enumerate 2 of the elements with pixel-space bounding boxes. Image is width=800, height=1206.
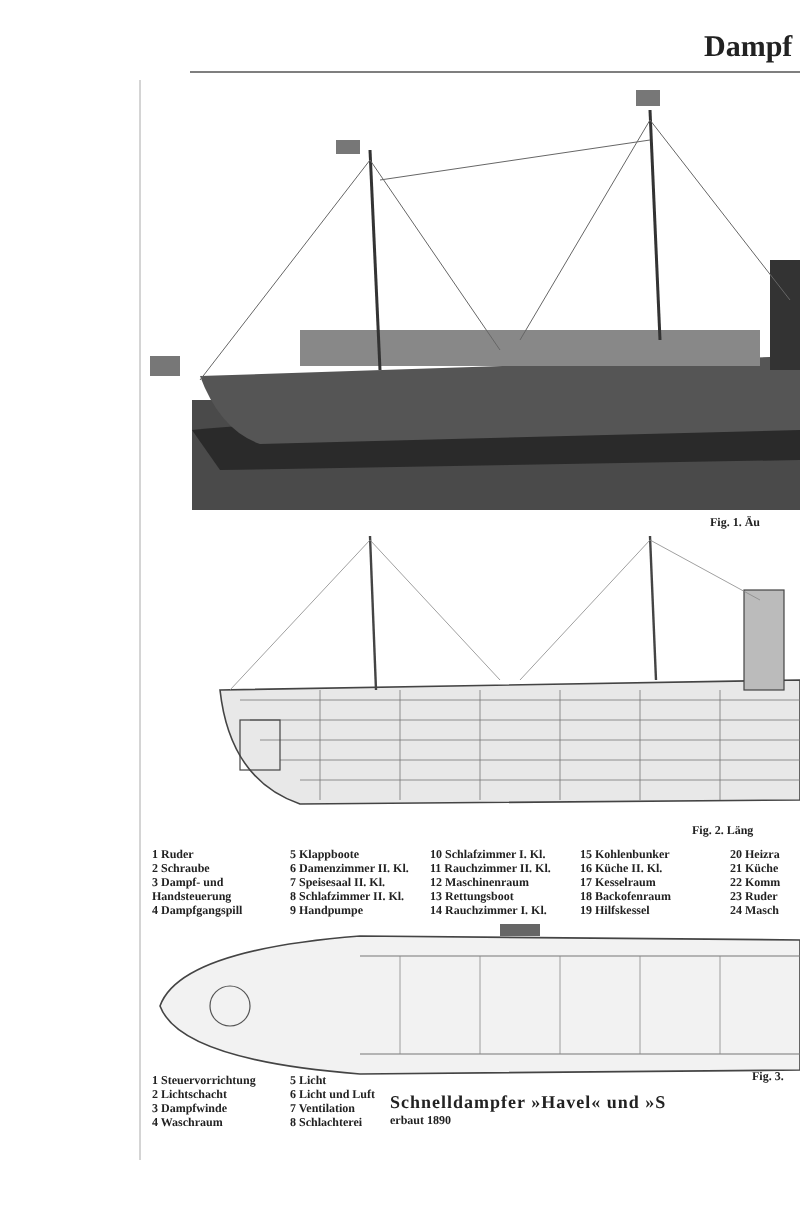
- page-title: Dampf: [704, 32, 793, 66]
- caption: Schnelldampfer »Havel« und »S: [390, 1092, 667, 1114]
